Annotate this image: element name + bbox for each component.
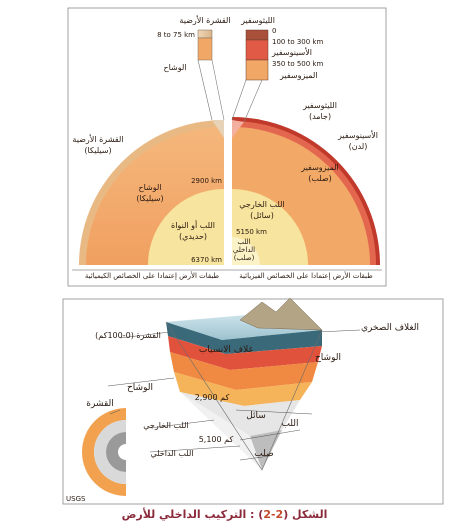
left-cut — [212, 120, 224, 138]
inner-core-band — [250, 430, 282, 470]
label-depth-6370: 6370 km — [191, 256, 222, 264]
label-astheno-bottom: غلاف الانسياب — [199, 345, 254, 355]
guide-lines — [107, 329, 361, 461]
small-core — [106, 432, 126, 472]
litho-zoom-bar — [245, 29, 269, 41]
small-earth-section — [82, 408, 126, 496]
center-divider — [224, 118, 232, 266]
label-depth-100-300: 100 to 300 km — [272, 38, 323, 46]
label-inner-core-sub: (صلب) — [234, 254, 255, 262]
label-solid: صلب — [254, 449, 273, 459]
lower-mantle-band — [174, 372, 312, 406]
crust-band — [166, 322, 322, 354]
label-astheno-zoom: الأسينوسفير — [271, 47, 312, 57]
label-core-b: اللب — [281, 419, 298, 429]
label-rocky-shell: الغلاف الصخري — [361, 323, 419, 333]
label-crust-range: القشرة (0-100كم) — [95, 331, 161, 340]
label-crust-sub: (سيليكا) — [84, 146, 111, 155]
label-mantle-zoom: الوشاح — [163, 63, 186, 72]
label-mantle: الوشاح — [138, 183, 161, 192]
label-depth-2900: 2900 km — [191, 177, 222, 185]
label-depth-5100-b: 5,100 كم — [199, 435, 234, 444]
label-liquid: سائل — [246, 411, 266, 421]
label-astheno-sub: (لدن) — [349, 142, 368, 151]
outer-core-band — [180, 392, 300, 436]
small-mantle-ring — [94, 420, 126, 484]
label-outer-core-b: اللب الخارجي — [143, 421, 188, 430]
top-diagram: القشرة الأرضية 8 to 75 km الوشاح القشرة … — [67, 7, 387, 287]
label-astheno: الأسينوسفير — [337, 130, 378, 140]
bottom-diagram: الغلاف الصخري القشرة (0-100كم) غلاف الان… — [62, 297, 444, 505]
label-mantle-right: الوشاح — [315, 353, 341, 363]
crust-zoom-top — [197, 29, 213, 39]
label-depth-350-500: 350 to 500 km — [272, 60, 323, 68]
label-crust-side: القشرة — [86, 399, 114, 409]
label-depth-5150: 5150 km — [236, 228, 267, 236]
label-inner-core: اللب — [237, 238, 250, 246]
label-litho-sub: (جامد) — [309, 112, 331, 121]
label-depth-0: 0 — [272, 27, 276, 35]
small-inner-core — [118, 444, 126, 460]
mountains — [239, 297, 323, 331]
label-physical-basis: طبقات الأرض إعتمادا على الخصائص الفيزيائ… — [239, 271, 373, 280]
label-meso: الميزوسفير — [300, 163, 339, 172]
caption-suffix: ) : التركيب الداخلي للأرض — [121, 508, 264, 521]
caption-prefix: الشكل ( — [283, 508, 328, 521]
label-litho: الليثوسفير — [302, 101, 337, 110]
label-meso-zoom: الميزوسفير — [279, 71, 318, 80]
label-core: اللب أو النواة — [171, 220, 215, 230]
astheno-zoom-bar — [245, 39, 269, 61]
figure-caption: الشكل (2-2) : التركيب الداخلي للأرض — [0, 508, 449, 521]
label-mantle-left: الوشاح — [127, 383, 153, 393]
label-inner-core-b: اللب الداخلي — [150, 449, 193, 458]
core-left-face — [180, 392, 262, 470]
label-crust-depth: 8 to 75 km — [157, 31, 195, 39]
label-outer-core-sub: (سائل) — [250, 211, 274, 220]
label-core-sub: (حديدي) — [179, 232, 207, 241]
right-inner-core — [232, 237, 260, 265]
label-chemical-basis: طبقات الأرض إعتمادا على الخصائص الكيميائ… — [85, 271, 220, 280]
wedge-outline — [165, 321, 323, 471]
right-cut — [232, 120, 244, 138]
left-core — [148, 189, 224, 265]
label-inner-core-2: الداخلي — [233, 246, 255, 254]
upper-mantle-band — [170, 352, 318, 390]
label-crust-title: القشرة الأرضية — [179, 15, 230, 25]
label-meso-sub: (صلب) — [308, 174, 332, 183]
label-mantle-sub: (سيليكا) — [136, 194, 163, 203]
small-crust-ring — [82, 408, 126, 496]
label-outer-core: اللب الخارجي — [239, 200, 284, 209]
right-zoom-wedge — [231, 79, 263, 123]
caption-number: 2-2 — [263, 508, 284, 521]
left-zoom-wedge — [197, 59, 225, 121]
label-depth-2900-b: 2,900 كم — [195, 393, 230, 402]
label-source: USGS — [66, 495, 86, 503]
meso-zoom-bar — [245, 59, 269, 81]
label-litho-title: الليثوسفير — [240, 16, 275, 25]
mantle-zoom-bar — [197, 37, 213, 61]
label-crust: القشرة الأرضية — [72, 134, 123, 144]
astheno-band — [168, 336, 322, 370]
